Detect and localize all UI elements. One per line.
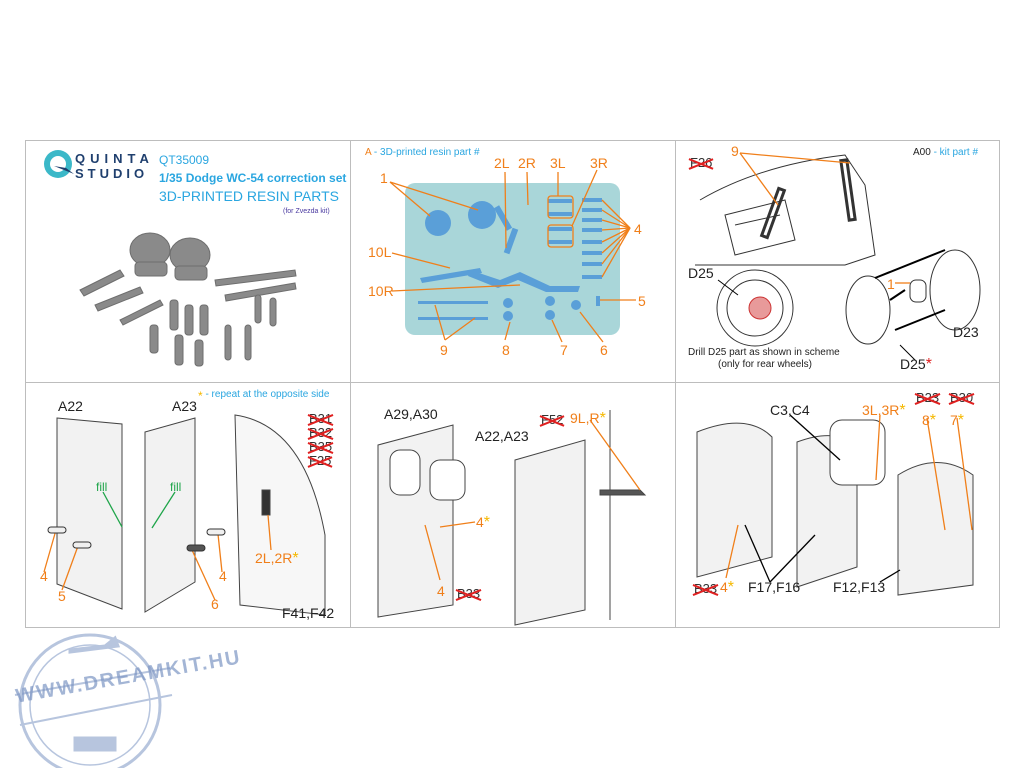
part-label: 4* <box>476 514 491 531</box>
part-label: 10L <box>368 244 392 260</box>
part-label: 10R <box>368 283 394 299</box>
struck-part: B31 <box>309 411 333 426</box>
kit-label: A22,A23 <box>475 428 529 444</box>
part-label: 4 <box>40 568 48 584</box>
part-label: 7* <box>950 412 965 429</box>
door3-drawings <box>696 419 974 596</box>
part-label: 9 <box>440 342 448 358</box>
dreamkit-watermark-stamp <box>14 633 173 768</box>
door1-leader-lines <box>43 514 272 601</box>
divider <box>25 382 1000 383</box>
kit-label: A29,A30 <box>384 406 438 422</box>
kit-label: D23 <box>953 324 979 340</box>
part-label: 3R <box>590 155 608 171</box>
struck-part: B35 <box>309 439 333 454</box>
logo-line1: QUINTA <box>75 151 154 166</box>
part-label: 1 <box>887 276 895 292</box>
part-label: 9 <box>731 143 739 159</box>
fill-leader-lines <box>102 491 176 529</box>
part-label: 8* <box>922 412 937 429</box>
part-label: 2L <box>494 155 510 171</box>
fill-label: fill <box>170 480 182 494</box>
struck-part: B33 <box>457 586 481 601</box>
part-label: 2R <box>518 155 536 171</box>
kit-label: D25* <box>900 356 932 373</box>
struck-part: B23 <box>916 390 940 405</box>
resin-legend: A - 3D-printed resin part # <box>365 147 480 158</box>
struck-part: F52 <box>541 412 564 427</box>
struck-part: F26 <box>690 155 713 170</box>
kit-label: A23 <box>172 398 197 414</box>
part-label: 1 <box>380 170 388 186</box>
product-code: QT35009 <box>159 153 210 167</box>
product-title: 1/35 Dodge WC-54 correction set <box>159 171 347 185</box>
part-label: 5 <box>638 293 646 309</box>
kit-label: A22 <box>58 398 83 414</box>
kit-note: (for Zvezda kit) <box>283 208 330 215</box>
divider <box>350 140 351 628</box>
kit-label: D25 <box>688 265 714 281</box>
door2-leader-lines <box>424 419 641 581</box>
kit-legend: A00 - kit part # <box>913 147 979 158</box>
part-label: 2L,2R* <box>255 550 299 567</box>
instruction-sheet-frame <box>25 140 1000 628</box>
part-label: 4 <box>219 568 227 584</box>
door-drawings <box>56 414 326 616</box>
door3-black-leaders <box>744 414 901 583</box>
part-label: 3L,3R* <box>862 402 906 419</box>
resin-parts-photo <box>79 232 297 367</box>
door2-drawings <box>377 410 647 626</box>
part-label: 3L <box>550 155 566 171</box>
resin-leader-lines <box>389 169 636 343</box>
struck-part: B30 <box>950 390 974 405</box>
part-label: 5 <box>58 588 66 604</box>
door-handles <box>47 526 226 552</box>
kit-label: F41,F42 <box>282 605 335 621</box>
drill-note-sub: (only for rear wheels) <box>718 359 812 370</box>
logo-line2: STUDIO <box>75 166 149 181</box>
struck-part: B32 <box>309 425 333 440</box>
part-label: 6 <box>211 596 219 612</box>
assembly-arrows <box>717 249 946 361</box>
part-label: 7 <box>560 342 568 358</box>
product-subtitle: 3D-PRINTED RESIN PARTS <box>159 188 339 204</box>
door3-leader-lines <box>725 414 973 579</box>
drill-note: Drill D25 part as shown in scheme <box>688 347 840 358</box>
part-label: 8 <box>502 342 510 358</box>
wheel-leader-lines <box>739 152 910 284</box>
resin-plate <box>405 183 620 335</box>
fill-label: fill <box>96 480 108 494</box>
quinta-logo-icon <box>44 150 74 178</box>
part-label: 4 <box>437 583 445 599</box>
drill-area <box>748 296 772 320</box>
struck-part: B33 <box>694 581 718 596</box>
repeat-note: * - repeat at the opposite side <box>198 389 330 403</box>
part-label: 6 <box>600 342 608 358</box>
kit-label: F17,F16 <box>748 579 801 595</box>
part-label: 9L,R* <box>570 410 606 427</box>
struck-part: F25 <box>309 453 332 468</box>
part-label: 4* <box>720 579 735 596</box>
kit-label: F12,F13 <box>833 579 886 595</box>
divider <box>675 140 676 628</box>
part-label: 4 <box>634 221 642 237</box>
kit-label: C3,C4 <box>770 402 810 418</box>
cab-drawing <box>695 154 981 347</box>
